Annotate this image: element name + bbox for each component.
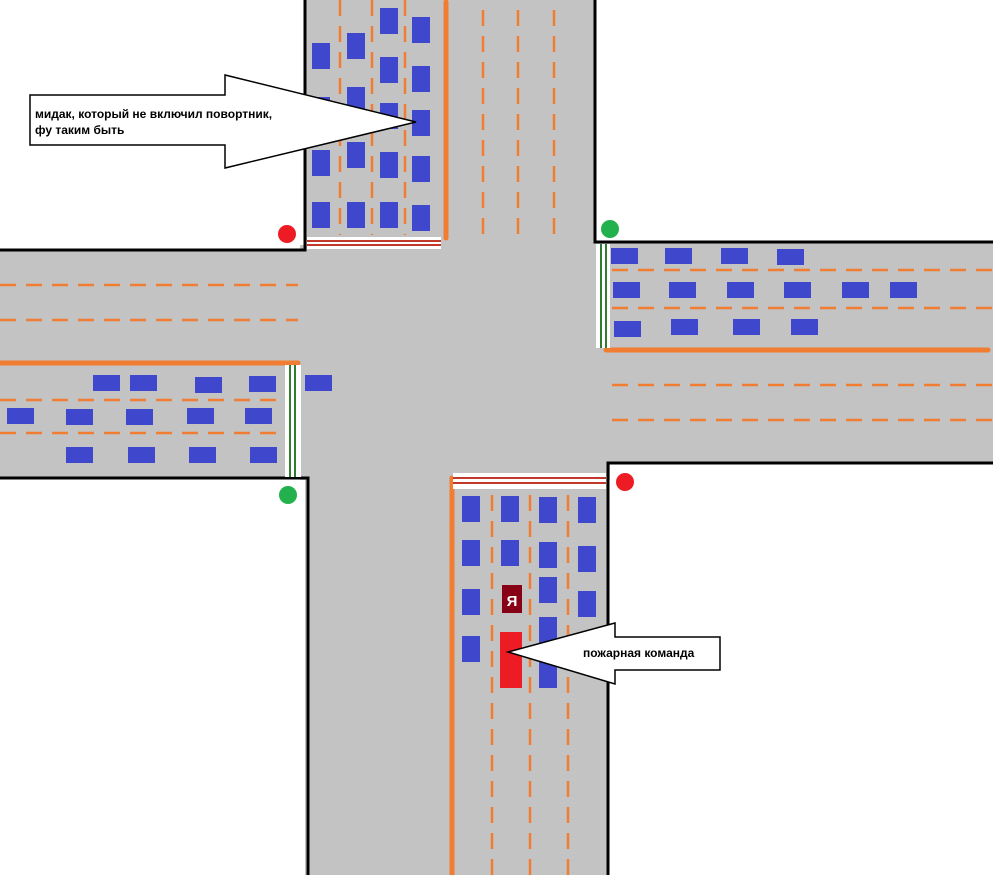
car (412, 17, 430, 43)
car (501, 496, 519, 522)
traffic-light-south-red-icon (616, 473, 634, 491)
car (539, 542, 557, 568)
car (412, 156, 430, 182)
car (501, 540, 519, 566)
car (412, 66, 430, 92)
car (578, 497, 596, 523)
traffic-lights (278, 220, 634, 504)
stop-line-east (596, 244, 610, 348)
car (249, 376, 276, 392)
callout-bottom: пожарная команда (505, 622, 721, 686)
car (462, 589, 480, 615)
callout-top-line2: фу таким быть (35, 123, 124, 137)
curb-ne (593, 0, 993, 244)
special-vehicles: Я (500, 585, 522, 688)
stop-line-north (307, 237, 441, 249)
car (245, 408, 272, 424)
car (380, 152, 398, 178)
my-car (502, 585, 522, 613)
car (539, 617, 557, 643)
car (66, 409, 93, 425)
car (312, 202, 330, 228)
car (380, 8, 398, 34)
car (539, 577, 557, 603)
car (791, 319, 818, 335)
car (130, 375, 157, 391)
car (721, 248, 748, 264)
callout-top: мидак, который не включил повортник, фу … (29, 74, 417, 169)
car (380, 202, 398, 228)
car (890, 282, 917, 298)
arrow-left-icon (505, 622, 721, 686)
car (312, 43, 330, 69)
traffic-light-east-green-icon (601, 220, 619, 238)
stop-line-west (285, 365, 301, 477)
car (380, 57, 398, 83)
car (539, 662, 557, 688)
car (126, 409, 153, 425)
curb-nw (0, 0, 307, 252)
car (66, 447, 93, 463)
car (189, 447, 216, 463)
curb-se (606, 461, 993, 875)
car (7, 408, 34, 424)
car (305, 375, 332, 391)
car (727, 282, 754, 298)
car (462, 496, 480, 522)
car (462, 636, 480, 662)
car (671, 319, 698, 335)
east-road (595, 242, 993, 464)
callout-top-line1: мидак, который не включил повортник, (35, 107, 272, 121)
car (347, 142, 365, 168)
intersection-box (300, 245, 610, 480)
car (412, 205, 430, 231)
car (665, 248, 692, 264)
traffic-light-north-red-icon (278, 225, 296, 243)
car (412, 110, 430, 136)
car (578, 591, 596, 617)
south-road (305, 465, 608, 875)
car (614, 321, 641, 337)
car (578, 546, 596, 572)
stop-line-south (453, 473, 606, 489)
arrow-right-icon (29, 74, 417, 169)
stop-lines (285, 237, 610, 489)
car (93, 375, 120, 391)
fire-truck (500, 632, 522, 688)
car (733, 319, 760, 335)
car (195, 377, 222, 393)
car (777, 249, 804, 265)
my-car-label: Я (507, 593, 518, 610)
car (250, 447, 277, 463)
car (784, 282, 811, 298)
car (613, 282, 640, 298)
callout-bottom-label: пожарная команда (583, 646, 695, 660)
curb-sw (0, 476, 310, 875)
car (347, 202, 365, 228)
car (187, 408, 214, 424)
car (462, 540, 480, 566)
car (347, 33, 365, 59)
traffic-light-west-green-icon (279, 486, 297, 504)
car (128, 447, 155, 463)
car (312, 150, 330, 176)
car (539, 497, 557, 523)
car (669, 282, 696, 298)
car (611, 248, 638, 264)
car (842, 282, 869, 298)
